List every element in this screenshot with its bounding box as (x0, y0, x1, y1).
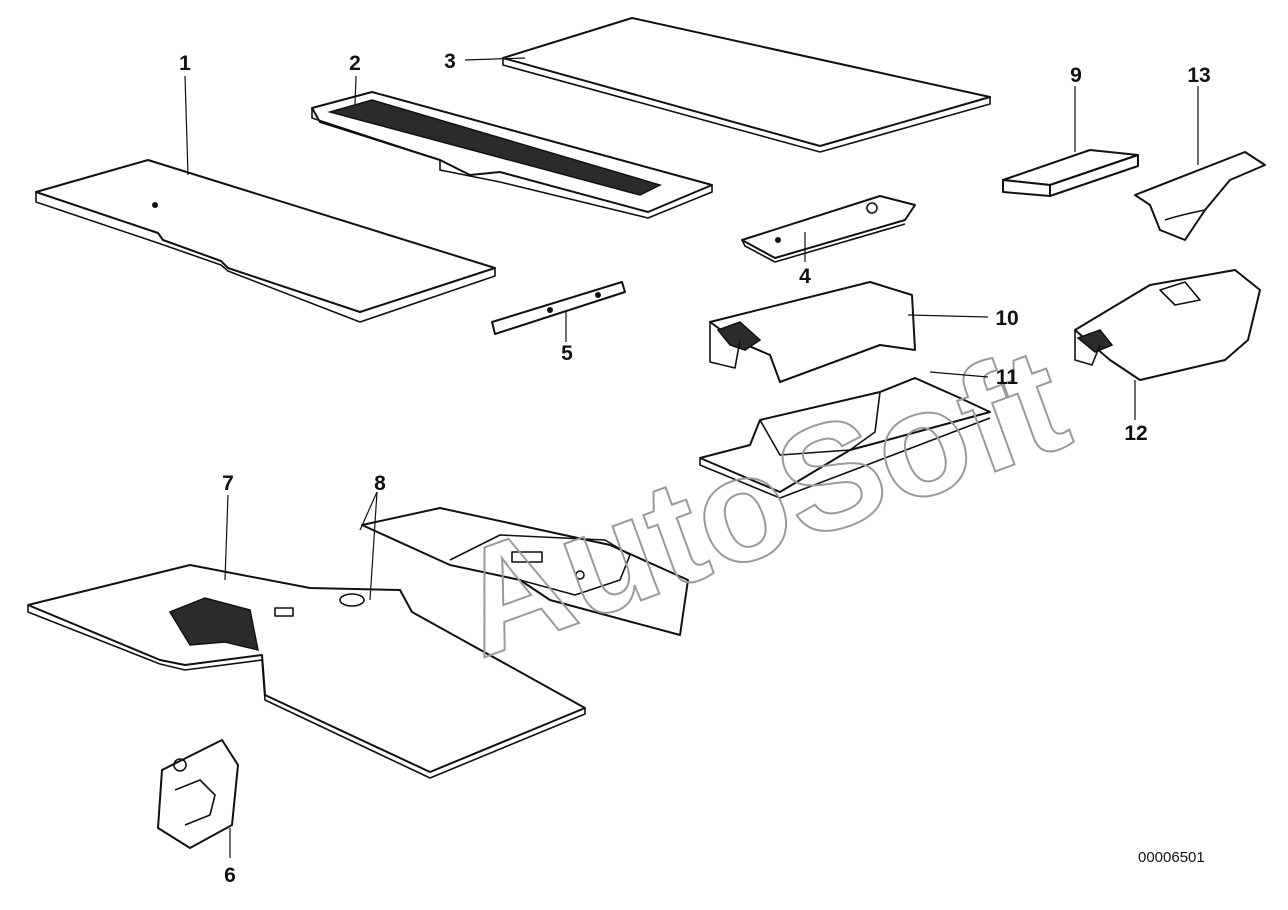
callout-9: 9 (1070, 64, 1082, 87)
part-12-tunnel-reinforcement (1074, 269, 1261, 381)
callout-2: 2 (349, 52, 361, 75)
part-9-block (1002, 149, 1139, 197)
part-6-clip (157, 739, 239, 849)
callout-1: 1 (179, 52, 191, 75)
part-2-trough-mat (311, 91, 713, 219)
part-7-tunnel-mat (27, 564, 586, 779)
callout-11: 11 (996, 366, 1019, 389)
callout-5: 5 (561, 342, 573, 365)
callout-12: 12 (1124, 422, 1147, 445)
part-5-strip (491, 281, 626, 335)
watermark-text: AutoSoft (434, 314, 1086, 688)
callout-8: 8 (374, 472, 386, 495)
part-3-insulation-panel (502, 17, 991, 153)
part-4-bracket (741, 195, 916, 263)
callout-4: 4 (799, 265, 811, 288)
callout-6: 6 (224, 864, 236, 887)
callout-10: 10 (995, 307, 1018, 330)
part-8-tunnel-insulation (361, 507, 689, 636)
callout-13: 13 (1187, 64, 1210, 87)
part-13-curved-bracket (1134, 151, 1266, 241)
leader-lines (184, 57, 1199, 858)
part-10-tunnel-cover (709, 281, 916, 383)
callouts: 1 2 3 4 5 6 7 8 9 10 11 12 13 (179, 50, 1211, 887)
part-11-floor-pan (699, 377, 991, 499)
drawing-code: 00006501 (1138, 849, 1205, 866)
part-1-floor-mat (35, 159, 496, 323)
callout-3: 3 (444, 50, 456, 73)
callout-7: 7 (222, 472, 234, 495)
